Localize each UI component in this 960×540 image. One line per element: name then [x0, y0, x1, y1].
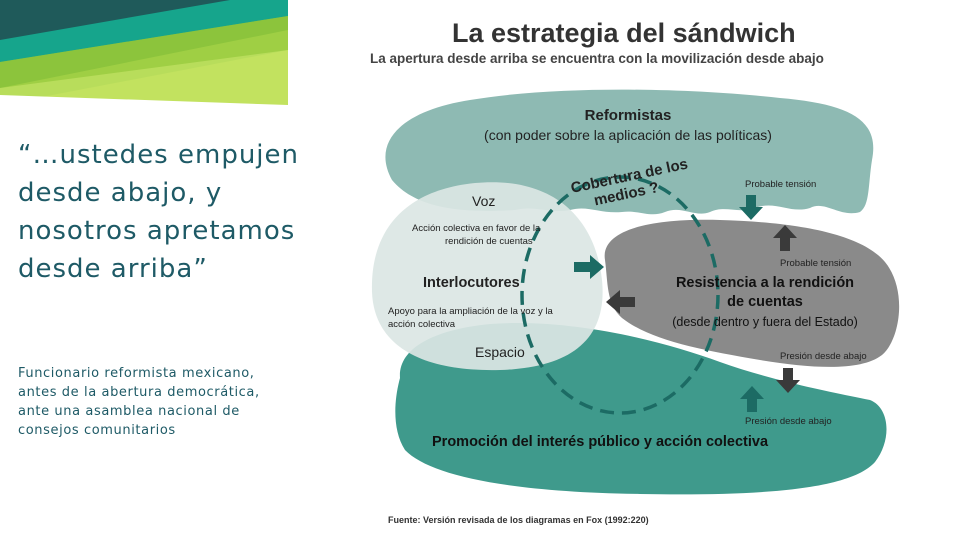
arrow-up-teal-icon — [740, 386, 764, 412]
arrow-down-icon — [739, 195, 763, 220]
tension-up-label: Probable tensión — [780, 258, 851, 269]
promocion-label: Promoción del interés público y acción c… — [432, 434, 769, 450]
reformistas-subtitle: (con poder sobre la aplicación de las po… — [484, 127, 772, 143]
resistencia-shape — [604, 219, 900, 367]
accion-line-2: rendición de cuentas — [445, 236, 533, 247]
arrow-down-dark-icon — [776, 368, 800, 393]
arrow-right-icon — [574, 255, 604, 279]
interlocutores-shape — [371, 182, 603, 371]
decorative-banner — [0, 0, 288, 105]
arrow-up-dark-icon — [773, 225, 797, 251]
quote-text: “…ustedes empujen desde abajo, y nosotro… — [18, 140, 299, 284]
resistencia-title-1: Resistencia a la rendición — [676, 275, 854, 291]
espacio-label: Espacio — [475, 344, 525, 360]
quote-attribution: Funcionario reformista mexicano, antes d… — [18, 366, 260, 438]
apoyo-line-2: acción colectiva — [388, 319, 456, 330]
apoyo-line-1: Apoyo para la ampliación de la voz y la — [388, 306, 553, 317]
resistencia-title-2: de cuentas — [727, 294, 803, 310]
reformistas-title: Reformistas — [585, 107, 672, 124]
dashed-oval — [520, 175, 720, 415]
voz-label: Voz — [472, 193, 495, 209]
sandwich-diagram: La estrategia del sándwich La apertura d… — [370, 18, 900, 495]
pressure-down-label: Presión desde abajo — [780, 351, 867, 362]
arrow-left-dark-icon — [606, 290, 635, 314]
pressure-up-label: Presión desde abajo — [745, 416, 832, 427]
tension-down-label: Probable tensión — [745, 179, 816, 190]
accion-line-1: Acción colectiva en favor de la — [412, 223, 541, 234]
diagram-title: La estrategia del sándwich — [452, 18, 796, 48]
source-note: Fuente: Versión revisada de los diagrama… — [388, 515, 649, 525]
resistencia-subtitle: (desde dentro y fuera del Estado) — [672, 315, 858, 329]
interlocutores-title: Interlocutores — [423, 275, 520, 291]
diagram-subtitle: La apertura desde arriba se encuentra co… — [370, 51, 824, 66]
